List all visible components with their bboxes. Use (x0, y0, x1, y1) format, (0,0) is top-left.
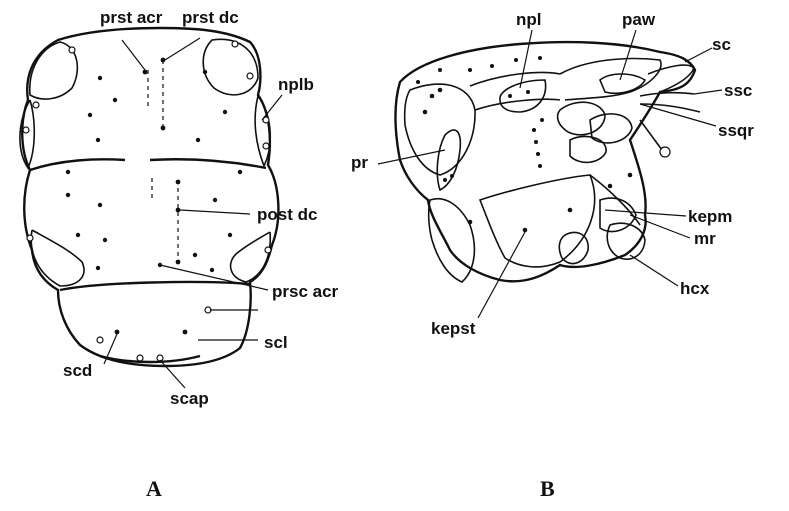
humeral-b (405, 84, 475, 175)
setae-dots-a (66, 58, 242, 335)
label-prst-dc: prst dc (182, 8, 239, 27)
humeral-lobe-right (203, 39, 258, 95)
label-scl: scl (264, 333, 288, 352)
label-kepst: kepst (431, 319, 476, 338)
katepimeron-edge (590, 175, 640, 225)
label-ssc: ssc (724, 81, 752, 100)
label-post-dc: post dc (257, 205, 317, 224)
transverse-suture (30, 159, 266, 170)
label-hcx: hcx (680, 279, 710, 298)
label-kepm: kepm (688, 207, 732, 226)
label-paw: paw (622, 10, 656, 29)
paw-region (600, 74, 645, 93)
label-pr: pr (351, 153, 368, 172)
leader-npl (520, 30, 532, 88)
notopleuron (470, 73, 560, 111)
panel-letter-b: B (540, 476, 555, 501)
leader-post-dc (180, 210, 250, 214)
label-npl: npl (516, 10, 542, 29)
setae-rings-a (23, 41, 271, 361)
label-ssqr: ssqr (718, 121, 754, 140)
label-prst-acr: prst acr (100, 8, 163, 27)
sclerite-swirl-1 (558, 102, 605, 135)
propleuron (437, 130, 460, 190)
leader-hcx (630, 255, 678, 286)
thorax-outline (22, 28, 278, 366)
notopleural-right (255, 96, 270, 166)
label-scap: scap (170, 389, 209, 408)
panel-b-lateral-thorax: npl paw sc ssc ssqr pr kepm mr hcx kepst… (351, 10, 754, 501)
lateral-outline (395, 42, 695, 281)
leader-prst-acr (122, 40, 145, 70)
leader-ssc (694, 90, 722, 94)
panel-letter-a: A (146, 476, 162, 501)
postalar-left (31, 230, 84, 286)
panel-a-dorsal-thorax: prst acr prst dc nplb post dc prsc acr s… (20, 8, 339, 501)
postalar-right (231, 232, 271, 282)
haltere-knob (660, 147, 670, 157)
scutellum-suture (60, 282, 250, 290)
label-nplb: nplb (278, 75, 314, 94)
haltere-stalk (640, 120, 662, 150)
leader-prst-dc (165, 38, 200, 60)
leader-sc (685, 48, 712, 62)
fore-coxa (429, 199, 475, 282)
label-prsc-acr: prsc acr (272, 282, 339, 301)
sc-flap (648, 65, 694, 92)
leader-prsc-acr (160, 265, 268, 290)
notopleuron-box (500, 80, 546, 112)
label-mr: mr (694, 229, 716, 248)
sclerite-swirl-3 (570, 136, 606, 162)
leader-pr (378, 150, 445, 164)
label-scd: scd (63, 361, 92, 380)
label-sc: sc (712, 35, 731, 54)
leader-mr (630, 215, 690, 238)
leader-paw (620, 30, 636, 80)
leader-scap (160, 360, 185, 388)
katepisternum (480, 175, 595, 267)
